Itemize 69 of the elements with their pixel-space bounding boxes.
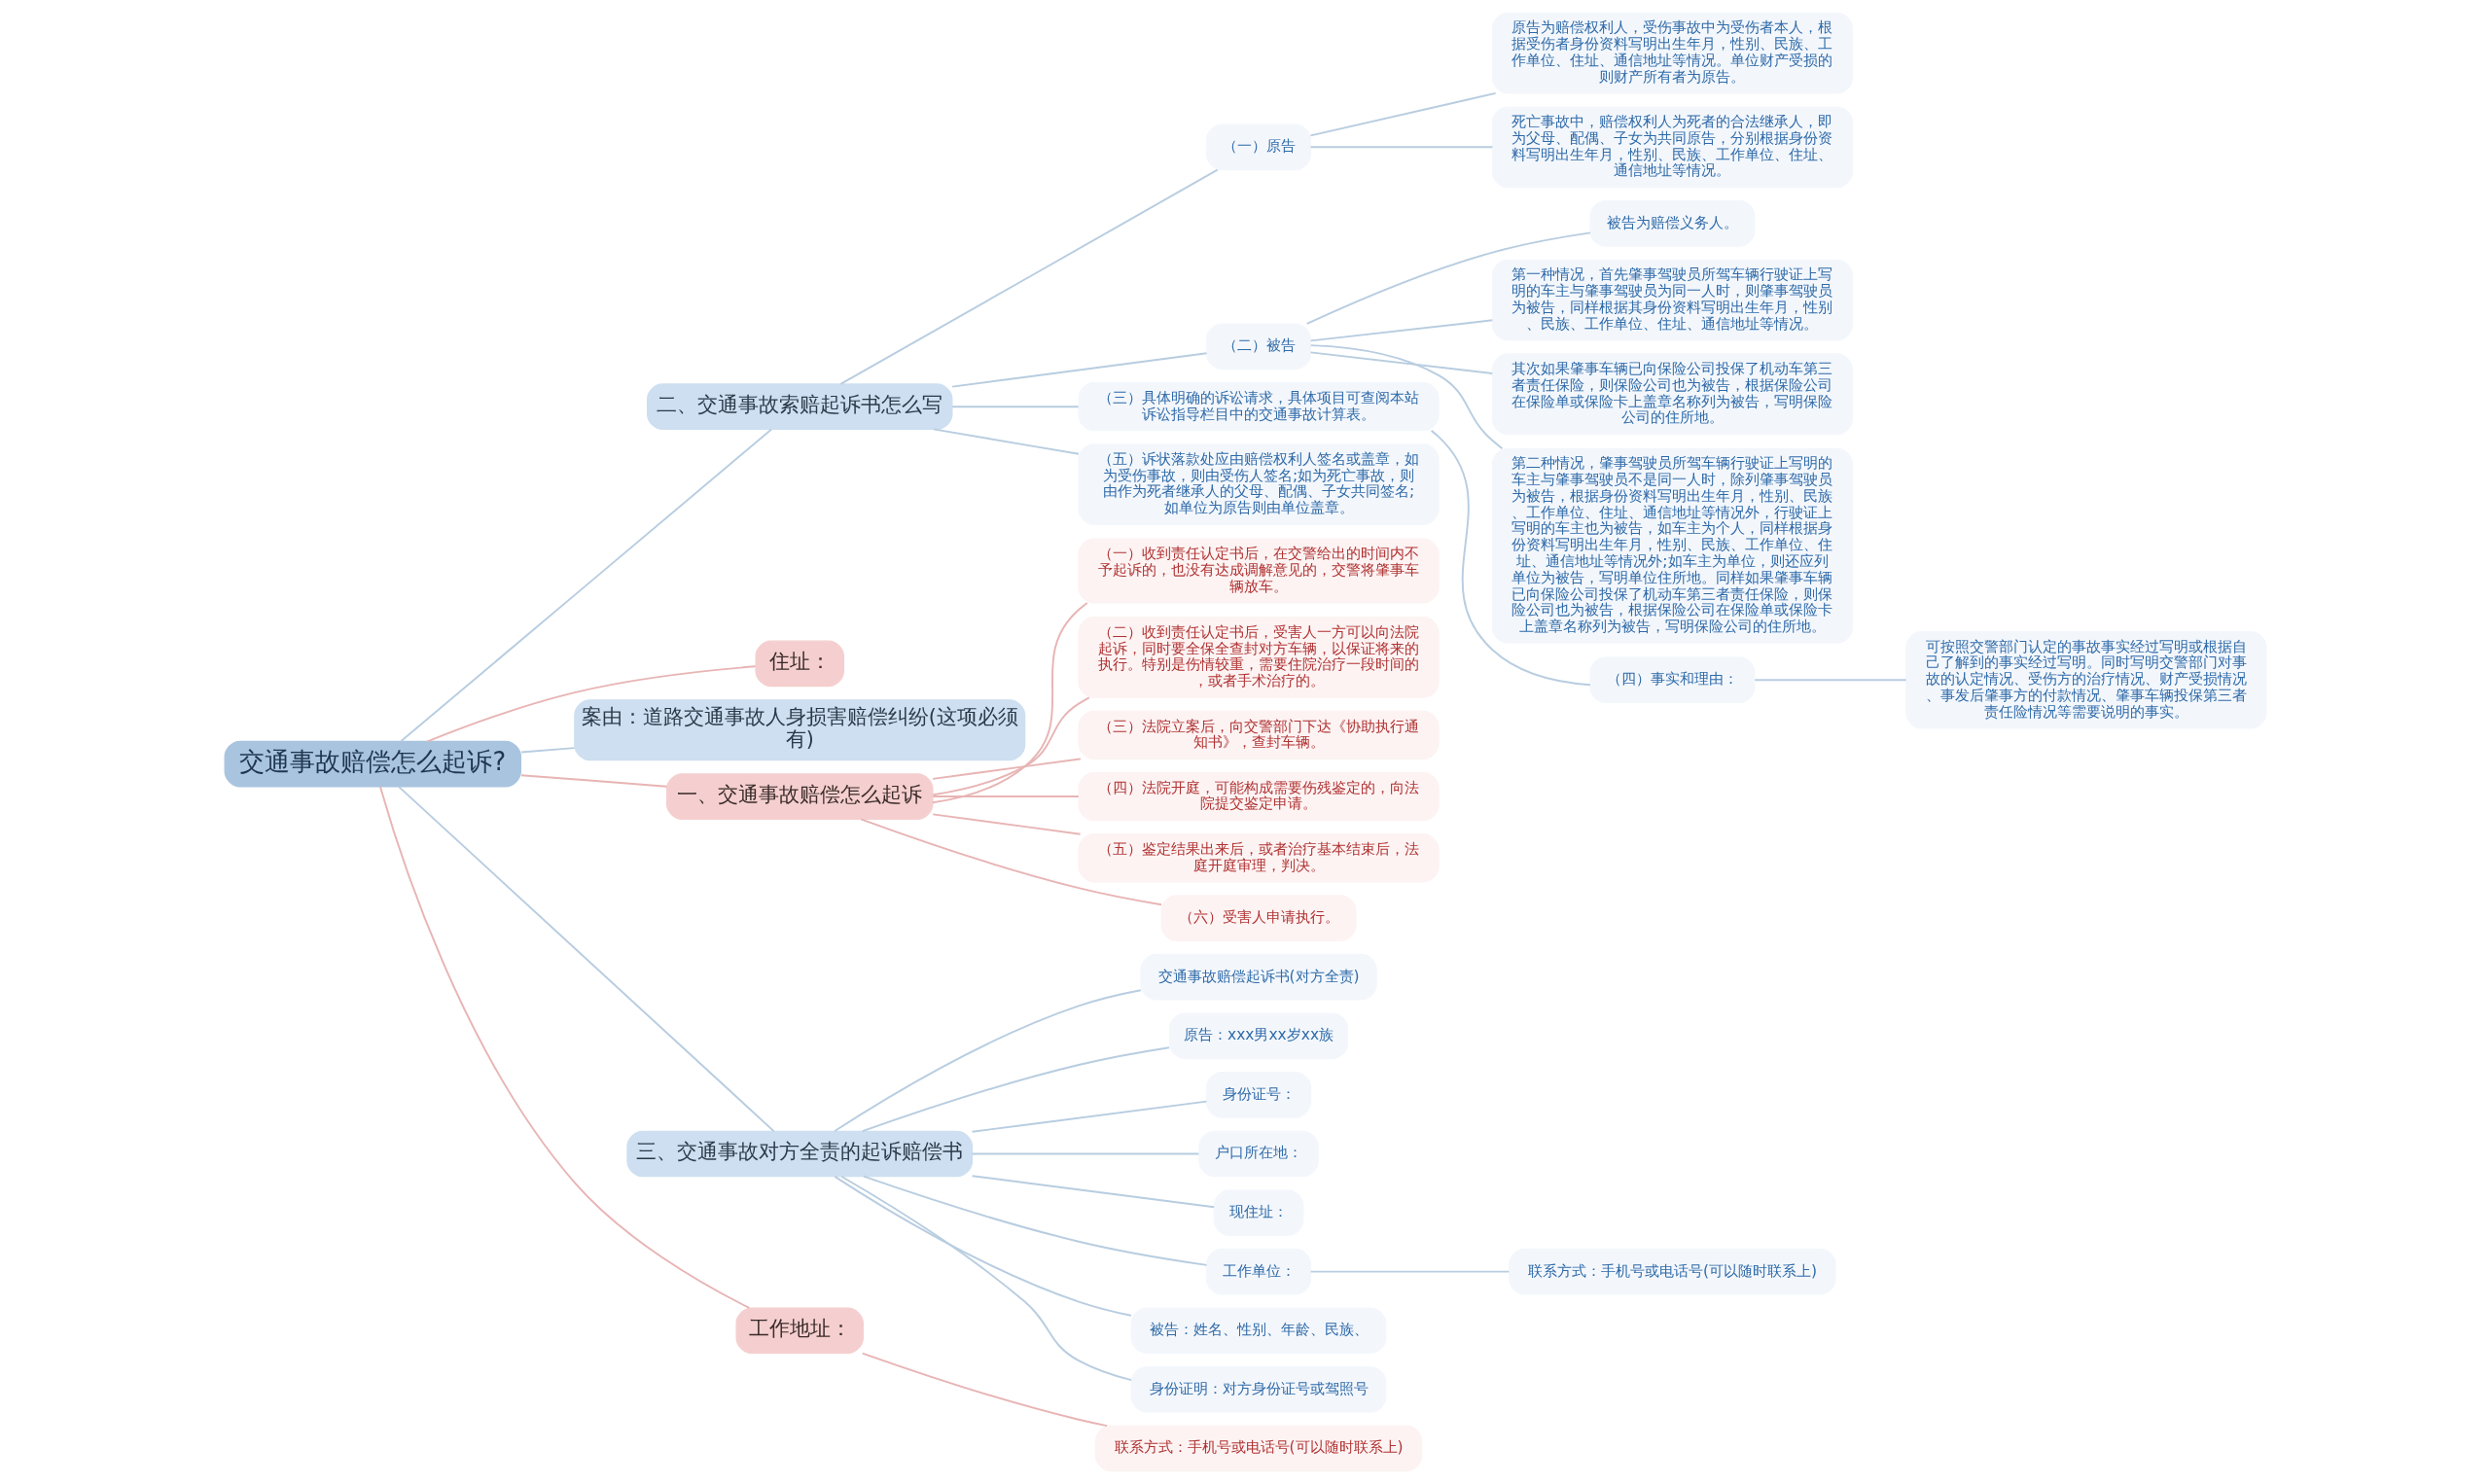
connector bbox=[931, 813, 1082, 835]
connector bbox=[1309, 1270, 1510, 1273]
connector bbox=[931, 601, 1088, 804]
connector bbox=[426, 665, 757, 743]
node-box: （五）诉状落款处应由赔偿权利人签名或盖章，如为受伤事故，则由受伤人签名;如为死亡事故，则由作为死者继承人的父母、配偶、子女共同签名;如单位为原告则由单位盖章。 bbox=[1077, 443, 1440, 525]
connector bbox=[378, 786, 750, 1309]
node-box: （三）具体明确的诉讼请求，具体项目可查阅本站诉讼指导栏目中的交通事故计算表。 bbox=[1077, 382, 1440, 432]
connector bbox=[839, 1175, 1132, 1382]
connector bbox=[519, 774, 667, 788]
connector bbox=[931, 758, 1082, 780]
node-box: 二、交通事故索赔起诉书怎么写 bbox=[646, 383, 952, 430]
connector bbox=[932, 428, 1080, 455]
node-box: 一、交通事故赔偿怎么起诉 bbox=[665, 773, 933, 820]
node-box: （四）法院开庭，可能构成需要伤残鉴定的，向法院提交鉴定申请。 bbox=[1077, 771, 1440, 822]
node-box: （六）受害人申请执行。 bbox=[1160, 895, 1357, 941]
node-box: 联系方式：手机号或电话号(可以随时联系上) bbox=[1508, 1248, 1836, 1295]
connector bbox=[950, 352, 1207, 388]
connector bbox=[838, 168, 1219, 385]
node-box: （一）原告 bbox=[1205, 124, 1311, 171]
connector bbox=[1305, 231, 1591, 325]
node-box: 案由：道路交通事故人身损害赔偿纠纷(这项必须有) bbox=[573, 699, 1025, 761]
node-box: 死亡事故中，赔偿权利人为死者的合法继承人，即为父母、配偶、子女为共同原告，分别根据身份资料写明出生年月，性别、民族、工作单位、住址、通信地址等情况。 bbox=[1491, 106, 1853, 189]
node-box: 其次如果肇事车辆已向保险公司投保了机动车第三者责任保险，则保险公司也为被告，根据保险公司在保险单或保险卡上盖章名称列为被告，写明保险公司的住所地。 bbox=[1491, 353, 1853, 436]
node-box: （五）鉴定结果出来后，或者治疗基本结束后，法庭开庭审理，判决。 bbox=[1077, 833, 1440, 883]
node-box: 联系方式：手机号或电话号(可以随时联系上) bbox=[1094, 1425, 1422, 1472]
node-box: （二）收到责任认定书后，受害人一方可以向法院起诉，同时要全保全查封对方车辆，以保证将来的执行。特别是伤情较重，需要住院治疗一段时间的，或者手术治疗的。 bbox=[1077, 617, 1440, 698]
connector bbox=[859, 818, 1162, 906]
node-box: 户口所在地： bbox=[1197, 1130, 1319, 1178]
connector bbox=[1309, 91, 1497, 137]
connector bbox=[1430, 429, 1591, 687]
connector bbox=[861, 1352, 1108, 1428]
node-box: 身份证明：对方身份证号或驾照号 bbox=[1130, 1366, 1387, 1413]
node-box: 交通事故赔偿怎么起诉? bbox=[224, 740, 521, 788]
connector bbox=[862, 1175, 1207, 1266]
node-box: 第一种情况，首先肇事驾驶员所驾车辆行驶证上写明的车主与肇事驾驶员为同一人时，则肇事驾驶员为被告，同样根据其身份资料写明出生年月，性别、民族、工作单位、住址、通信地址等情况。 bbox=[1491, 259, 1853, 341]
node-box: 三、交通事故对方全责的起诉赔偿书 bbox=[625, 1130, 973, 1178]
node-box: （一）收到责任认定书后，在交警给出的时间内不予起诉的，也没有达成调解意见的，交警将肇事车辆放车。 bbox=[1077, 538, 1440, 604]
connector bbox=[861, 1046, 1170, 1133]
node-box: 住址： bbox=[754, 640, 844, 688]
node-box: 原告：xxx男xx岁xx族 bbox=[1168, 1012, 1348, 1060]
node-box: 被告为赔偿义务人。 bbox=[1588, 200, 1756, 247]
connector bbox=[833, 1175, 1132, 1317]
node-box: 第二种情况，肇事驾驶员所驾车辆行驶证上写明的车主与肇事驾驶员不是同一人时，除列肇事驾驶员为被告，根据身份资料写明出生年月，性别、民族、工作单位、住址、通信地址等情况外，行驶证上写明的车主也为被告，如车主为个人，同样根据身份资料写明出生年月，性别、民族、工作单位、住址、通信地址等情况外;如车主为单位，则还应列单位为被告，写明单位住所地。同样如果肇事车辆已向保险公司投保了机动车第三者责任保险，则保险公司也为被告，根据保险公司在保险单或保险卡上盖章名称列为被告，写明保险公司的住所地。 bbox=[1491, 447, 1853, 644]
node-box: 交通事故赔偿起诉书(对方全责) bbox=[1139, 953, 1377, 1001]
node-box: 可按照交警部门认定的事故事实经过写明或根据自己了解到的事实经过写明。同时写明交警部门对事故的认定情况、受伤方的治疗情况、财产受损情况、事发后肇事方的付款情况、肇事车辆投保第三者责任险情况等需要说明的事实。 bbox=[1904, 630, 2266, 729]
connector bbox=[932, 696, 1090, 796]
node-box: 现住址： bbox=[1213, 1189, 1303, 1236]
connector bbox=[1309, 319, 1493, 342]
node-box: （四）事实和理由： bbox=[1588, 656, 1756, 704]
connector bbox=[1753, 679, 1907, 682]
node-box: （三）法院立案后，向交警部门下达《协助执行通知书》，查封车辆。 bbox=[1077, 710, 1440, 760]
connector bbox=[519, 747, 575, 754]
connector bbox=[1309, 146, 1493, 149]
node-box: 身份证号： bbox=[1205, 1072, 1311, 1118]
connector bbox=[397, 785, 774, 1133]
node-box: 被告：姓名、性别、年龄、民族、 bbox=[1130, 1307, 1387, 1355]
connector bbox=[833, 989, 1142, 1132]
node-box: 工作地址： bbox=[734, 1307, 864, 1355]
connector bbox=[950, 406, 1080, 408]
connector bbox=[1309, 344, 1503, 450]
node-box: （二）被告 bbox=[1205, 323, 1311, 371]
connector bbox=[971, 1175, 1215, 1209]
connector bbox=[931, 795, 1080, 798]
connector bbox=[971, 1100, 1207, 1133]
connector bbox=[399, 428, 772, 743]
node-box: 工作单位： bbox=[1205, 1248, 1311, 1295]
connector bbox=[971, 1152, 1199, 1155]
connector bbox=[1309, 351, 1493, 374]
node-box: 原告为赔偿权利人，受伤事故中为受伤者本人，根据受伤者身份资料写明出生年月，性别、民族、工作单位、住址、通信地址等情况。单位财产受损的则财产所有者为原告。 bbox=[1491, 12, 1853, 94]
